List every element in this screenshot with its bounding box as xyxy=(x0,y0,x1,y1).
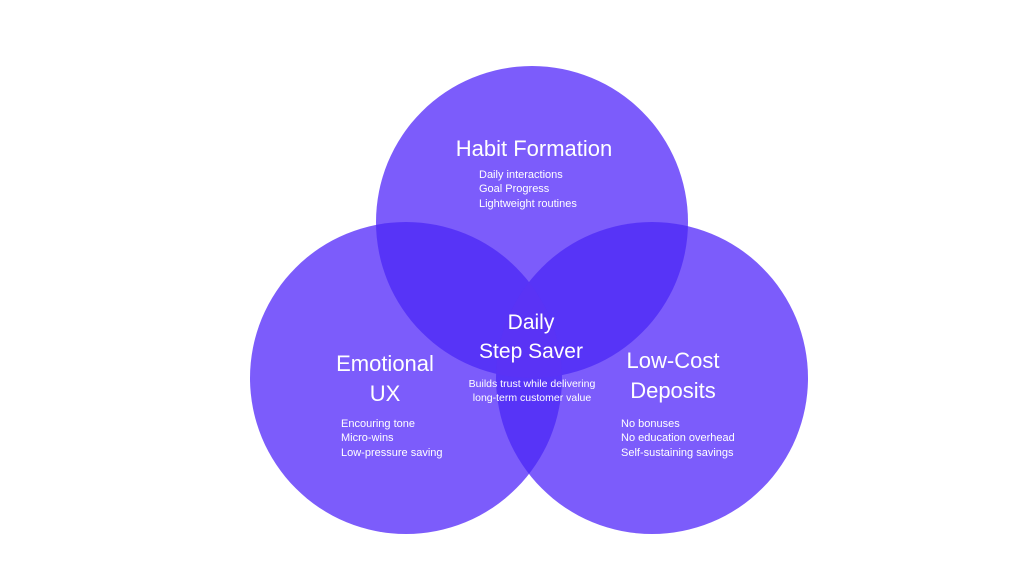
emotional-item-1: Encouring tone xyxy=(341,418,415,430)
center-subtitle-line1: Builds trust while delivering xyxy=(469,378,596,390)
low-cost-title-line1: Low-Cost xyxy=(627,348,720,373)
low-cost-title-line2: Deposits xyxy=(630,378,716,403)
habit-item-1: Daily interactions xyxy=(479,169,563,181)
lowcost-item-1: No bonuses xyxy=(621,418,680,430)
habit-formation-title: Habit Formation xyxy=(456,136,613,161)
emotional-item-3: Low-pressure saving xyxy=(341,447,443,459)
emotional-item-2: Micro-wins xyxy=(341,432,394,444)
emotional-ux-title-line2: UX xyxy=(370,381,401,406)
habit-item-2: Goal Progress xyxy=(479,183,550,195)
lowcost-item-3: Self-sustaining savings xyxy=(621,447,734,459)
center-title-line2: Step Saver xyxy=(479,340,583,363)
center-title-line1: Daily xyxy=(508,311,555,334)
habit-item-3: Lightweight routines xyxy=(479,198,577,210)
overlap-habit-emotional xyxy=(376,222,562,378)
lowcost-item-2: No education overhead xyxy=(621,432,735,444)
center-subtitle-line2: long-term customer value xyxy=(473,392,592,404)
overlap-habit-lowcost xyxy=(496,222,688,378)
emotional-ux-title-line1: Emotional xyxy=(336,351,434,376)
